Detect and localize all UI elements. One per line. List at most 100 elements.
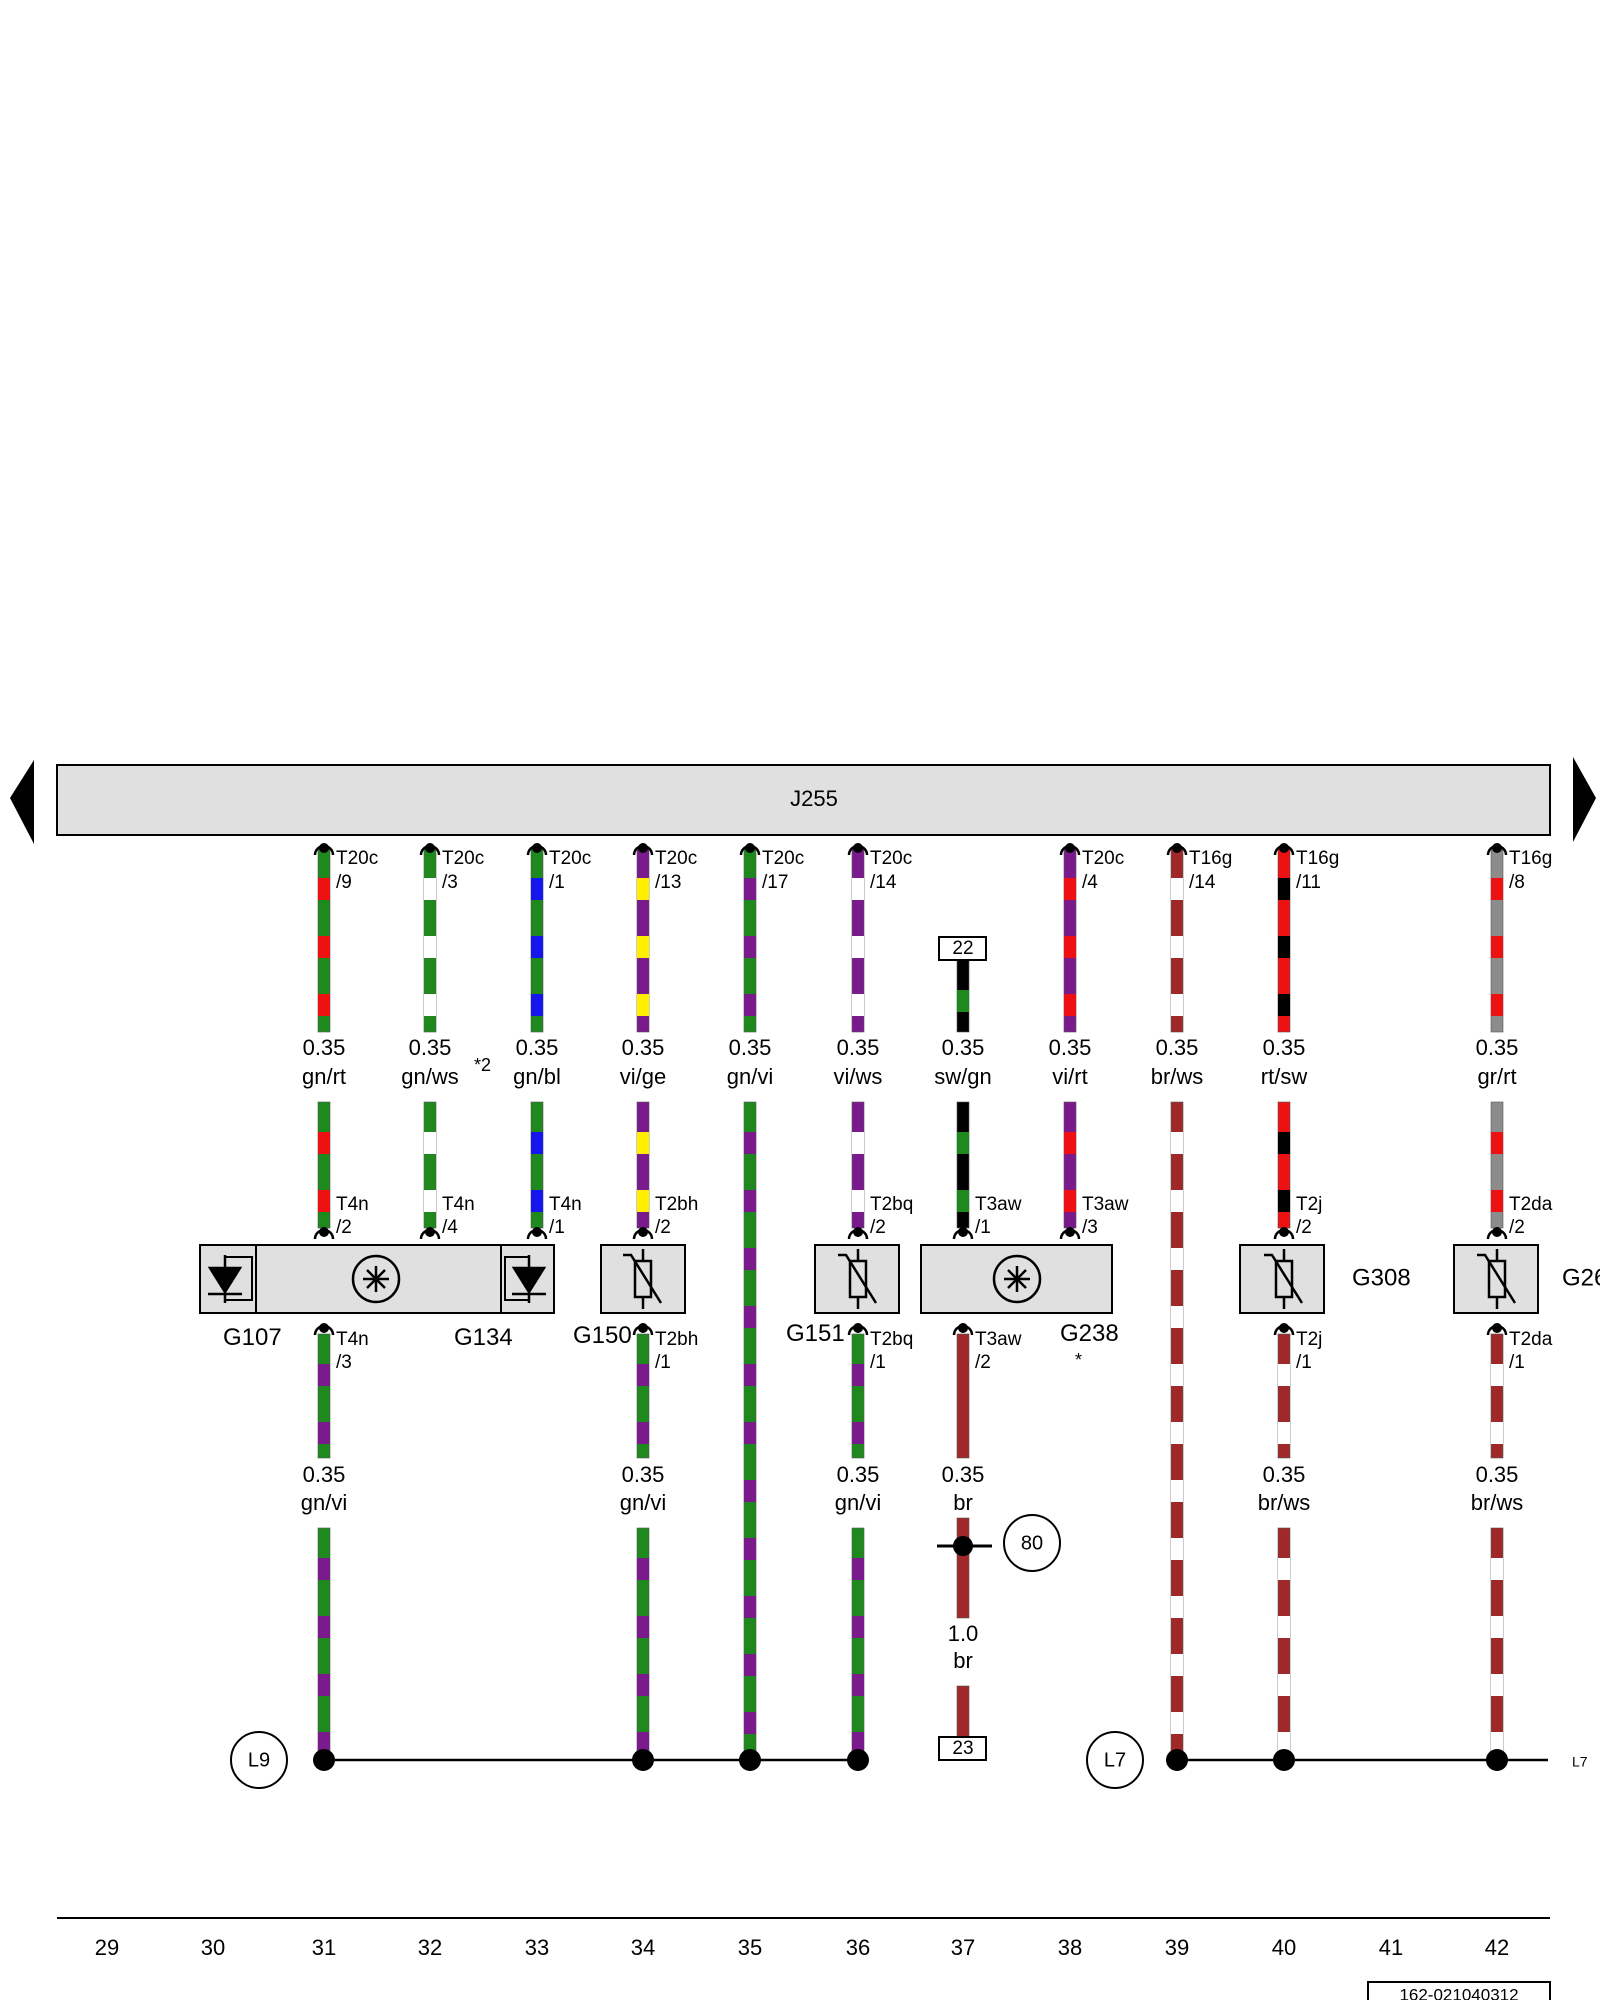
wire-39-upper <box>1170 847 1184 1033</box>
wire-size-label: 0.35 <box>1263 1035 1306 1060</box>
wire-33-upper <box>530 847 544 1033</box>
next-page-arrow[interactable] <box>1573 757 1596 842</box>
wire-32-middle <box>423 1101 437 1229</box>
connector-34-module <box>632 843 654 856</box>
connector-40-module <box>1273 843 1295 856</box>
sensor-box-g308 <box>1239 1244 1325 1314</box>
wire-34-upper <box>636 847 650 1033</box>
pin-number: /3 <box>1082 1217 1098 1238</box>
pin-number: /14 <box>1189 872 1216 893</box>
ground-bus-continuation-label: L7 <box>1572 1754 1588 1770</box>
wire-ref-box-22 <box>938 936 987 961</box>
column-number-42: 42 <box>1485 1935 1509 1960</box>
connector-32-module <box>419 843 441 856</box>
pin-number: /1 <box>655 1352 671 1373</box>
pin-number: /14 <box>870 872 897 893</box>
component-g238-label: G238 <box>1060 1320 1119 1347</box>
column-number-35: 35 <box>738 1935 762 1960</box>
component-g134-label: G134 <box>454 1324 513 1351</box>
wire-36-bottom <box>851 1527 865 1761</box>
splice-reference-label: 80 <box>1021 1532 1043 1554</box>
ground-point-l9-label: L9 <box>248 1749 270 1771</box>
pin-label: T3aw <box>975 1194 1022 1215</box>
component-g308-label: G308 <box>1352 1264 1411 1291</box>
splice-reference-circle <box>1003 1514 1061 1572</box>
pin-label: T2bh <box>655 1329 698 1350</box>
pin-label: T2da <box>1509 1194 1553 1215</box>
connector-42-sensor-top <box>1486 1227 1508 1240</box>
component-g107-label: G107 <box>223 1324 282 1351</box>
connector-31-sensor-bottom <box>313 1323 335 1336</box>
connector-40-sensor-top <box>1273 1227 1295 1240</box>
splice-wire-color-label: br <box>953 1648 973 1673</box>
wire-34-bottom <box>636 1527 650 1761</box>
thermistor-icon <box>838 1249 878 1309</box>
wire-note-label: *2 <box>474 1055 491 1075</box>
thermistor-icon <box>623 1249 663 1309</box>
wire-size-label: 0.35 <box>303 1462 346 1487</box>
air-quality-sensor-icon <box>992 1254 1042 1304</box>
wire-color-label: gn/vi <box>620 1490 666 1515</box>
connector-31-module <box>313 843 335 856</box>
connector-33-sensor-top <box>526 1227 548 1240</box>
pin-label: T2j <box>1296 1194 1322 1215</box>
wire-ref-box-23 <box>938 1736 987 1761</box>
component-labels: G107 G134 G150 G151 G238 * G308 G26 <box>223 1264 1600 1370</box>
wire-37-splice-upper <box>956 1517 970 1619</box>
wire-33-middle <box>530 1101 544 1229</box>
column-number-32: 32 <box>418 1935 442 1960</box>
wire-color-label: gr/rt <box>1477 1064 1516 1089</box>
wires <box>317 847 1504 1761</box>
pin-label: T2bq <box>870 1194 913 1215</box>
wire-size-label: 0.35 <box>1476 1035 1519 1060</box>
pin-number: /1 <box>1509 1352 1525 1373</box>
wire-37-upper <box>956 959 970 1033</box>
connector-38-module <box>1059 843 1081 856</box>
component-g151-label: G151 <box>786 1320 845 1347</box>
pin-label: T4n <box>549 1194 582 1215</box>
previous-page-arrow[interactable] <box>10 760 34 844</box>
document-reference-box <box>1367 1981 1551 2000</box>
column-number-29: 29 <box>95 1935 119 1960</box>
wire-38-upper <box>1063 847 1077 1033</box>
connector-42-sensor-bottom <box>1486 1323 1508 1336</box>
pin-label: T20c <box>655 848 697 869</box>
wire-color-label: sw/gn <box>934 1064 991 1089</box>
wire-color-label: gn/vi <box>727 1064 773 1089</box>
wire-size-label: 0.35 <box>1476 1462 1519 1487</box>
column-number-34: 34 <box>631 1935 655 1960</box>
wire-color-label: gn/ws <box>401 1064 458 1089</box>
connector-37-sensor-top <box>952 1227 974 1240</box>
wire-42-middle <box>1490 1101 1504 1229</box>
pin-label: T4n <box>336 1329 369 1350</box>
sensor-housings <box>199 1244 1539 1314</box>
column-number-33: 33 <box>525 1935 549 1960</box>
connector-34-sensor-bottom <box>632 1323 654 1336</box>
pin-number: /11 <box>1296 872 1321 893</box>
wire-size-label: 0.35 <box>409 1035 452 1060</box>
connector-36-sensor-bottom <box>847 1323 869 1336</box>
wire-35-upper <box>743 847 757 1033</box>
connector-31-sensor-top <box>313 1227 335 1240</box>
pin-number: /8 <box>1509 872 1525 893</box>
connector-36-module <box>847 843 869 856</box>
wire-37-splice-lower <box>956 1685 970 1738</box>
pin-label: T20c <box>442 848 484 869</box>
wire-color-label: br/ws <box>1471 1490 1524 1515</box>
pin-label: T16g <box>1296 848 1339 869</box>
wire-ref-box-22-label: 22 <box>952 938 973 959</box>
wire-color-label: rt/sw <box>1261 1064 1308 1089</box>
pin-number: /4 <box>1082 872 1098 893</box>
wire-31-bottom <box>317 1527 331 1761</box>
pin-label: T4n <box>336 1194 369 1215</box>
pin-number: /2 <box>655 1217 671 1238</box>
column-number-41: 41 <box>1379 1935 1403 1960</box>
component-g150-label: G150 <box>573 1322 632 1349</box>
column-number-30: 30 <box>201 1935 225 1960</box>
pin-label: T3aw <box>1082 1194 1129 1215</box>
wire-size-label: 0.35 <box>837 1035 880 1060</box>
wire-42-upper <box>1490 847 1504 1033</box>
column-number-40: 40 <box>1272 1935 1296 1960</box>
wire-39-middle <box>1170 1101 1184 1761</box>
ground-point-l9-circle <box>230 1731 288 1789</box>
